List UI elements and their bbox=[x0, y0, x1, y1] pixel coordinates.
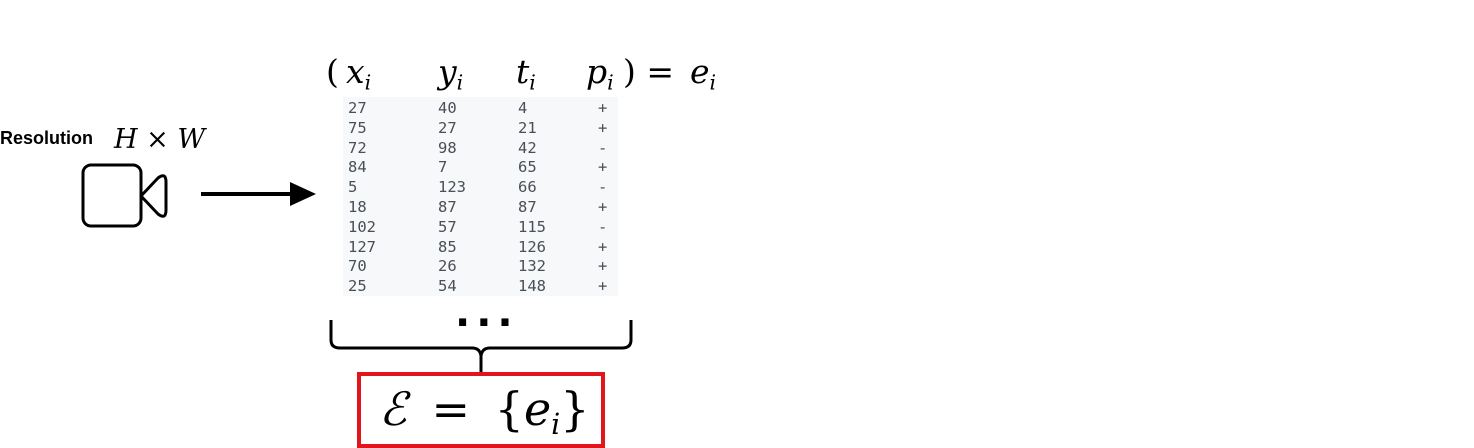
p-value: - bbox=[598, 217, 608, 236]
close-paren-equals: ) = bbox=[623, 52, 675, 91]
resolution-expression: H × W bbox=[114, 124, 205, 155]
p-value: + bbox=[598, 237, 608, 256]
y-value: 123 bbox=[438, 178, 466, 197]
y-value: 85 bbox=[438, 237, 457, 256]
p-value: + bbox=[598, 118, 608, 137]
y-value: 40 bbox=[438, 99, 457, 117]
y-value: 54 bbox=[438, 277, 457, 296]
table-row: 70 26 132 + bbox=[348, 257, 618, 277]
p-value: + bbox=[598, 158, 608, 177]
y-value: 57 bbox=[438, 217, 457, 236]
table-row: 75 27 21 + bbox=[348, 119, 618, 139]
table-row: 84 7 65 + bbox=[348, 158, 618, 178]
equals-sign: = bbox=[431, 382, 471, 436]
open-brace: { bbox=[494, 382, 524, 436]
y-value: 98 bbox=[438, 138, 457, 157]
x-value: 5 bbox=[348, 178, 358, 197]
t-value: 66 bbox=[518, 178, 537, 197]
t-value: 132 bbox=[518, 257, 546, 276]
t-value: 21 bbox=[518, 118, 537, 137]
p-column-header: pi bbox=[586, 52, 614, 95]
x-value: 84 bbox=[348, 158, 367, 177]
curly-brace bbox=[329, 320, 633, 372]
y-value: 7 bbox=[438, 158, 448, 177]
event-set-expression: ℰ = {ei} bbox=[379, 382, 590, 442]
times-symbol: × bbox=[146, 124, 169, 155]
table-row: 127 85 126 + bbox=[348, 238, 618, 258]
open-paren: ( bbox=[326, 52, 339, 91]
table-row: 18 87 87 + bbox=[348, 198, 618, 218]
x-value: 70 bbox=[348, 257, 367, 276]
y-value: 26 bbox=[438, 257, 457, 276]
t-value: 4 bbox=[518, 99, 528, 117]
event-symbol: ei bbox=[690, 52, 717, 95]
t-value: 87 bbox=[518, 197, 537, 216]
p-value: + bbox=[598, 257, 608, 276]
close-brace: } bbox=[560, 382, 590, 436]
table-row: 25 54 148 + bbox=[348, 277, 618, 297]
t-value: 65 bbox=[518, 158, 537, 177]
ellipsis: ... bbox=[455, 290, 519, 336]
table-row: 72 98 42 - bbox=[348, 139, 618, 159]
t-column-header: ti bbox=[516, 52, 536, 95]
x-value: 27 bbox=[348, 99, 367, 117]
p-value: - bbox=[598, 178, 608, 197]
table-row: 27 40 4 + bbox=[348, 99, 618, 119]
p-value: - bbox=[598, 138, 608, 157]
height-symbol: H bbox=[114, 124, 138, 155]
event-set-box: ℰ = {ei} bbox=[357, 372, 605, 448]
y-value: 87 bbox=[438, 197, 457, 216]
table-row: 5 123 66 - bbox=[348, 178, 618, 198]
table-row: 102 57 115 - bbox=[348, 218, 618, 238]
x-column-header: xi bbox=[346, 52, 372, 95]
width-symbol: W bbox=[177, 124, 206, 155]
y-value: 27 bbox=[438, 118, 457, 137]
t-value: 115 bbox=[518, 217, 546, 236]
x-value: 25 bbox=[348, 277, 367, 296]
x-value: 127 bbox=[348, 237, 376, 256]
p-value: + bbox=[598, 197, 608, 216]
resolution-label: Resolution bbox=[0, 128, 93, 148]
x-value: 75 bbox=[348, 118, 367, 137]
arrow-right-icon bbox=[201, 182, 316, 206]
event-element: ei bbox=[523, 382, 561, 442]
t-value: 148 bbox=[518, 277, 546, 296]
p-value: + bbox=[598, 277, 608, 296]
y-column-header: yi bbox=[438, 52, 464, 95]
x-value: 72 bbox=[348, 138, 367, 157]
event-set-symbol: ℰ bbox=[379, 382, 407, 436]
p-value: + bbox=[598, 99, 608, 117]
event-tuple-header: ( xi yi ti pi ) = ei bbox=[326, 52, 746, 96]
x-value: 18 bbox=[348, 197, 367, 216]
camera-icon bbox=[81, 163, 168, 228]
t-value: 42 bbox=[518, 138, 537, 157]
t-value: 126 bbox=[518, 237, 546, 256]
x-value: 102 bbox=[348, 217, 376, 236]
